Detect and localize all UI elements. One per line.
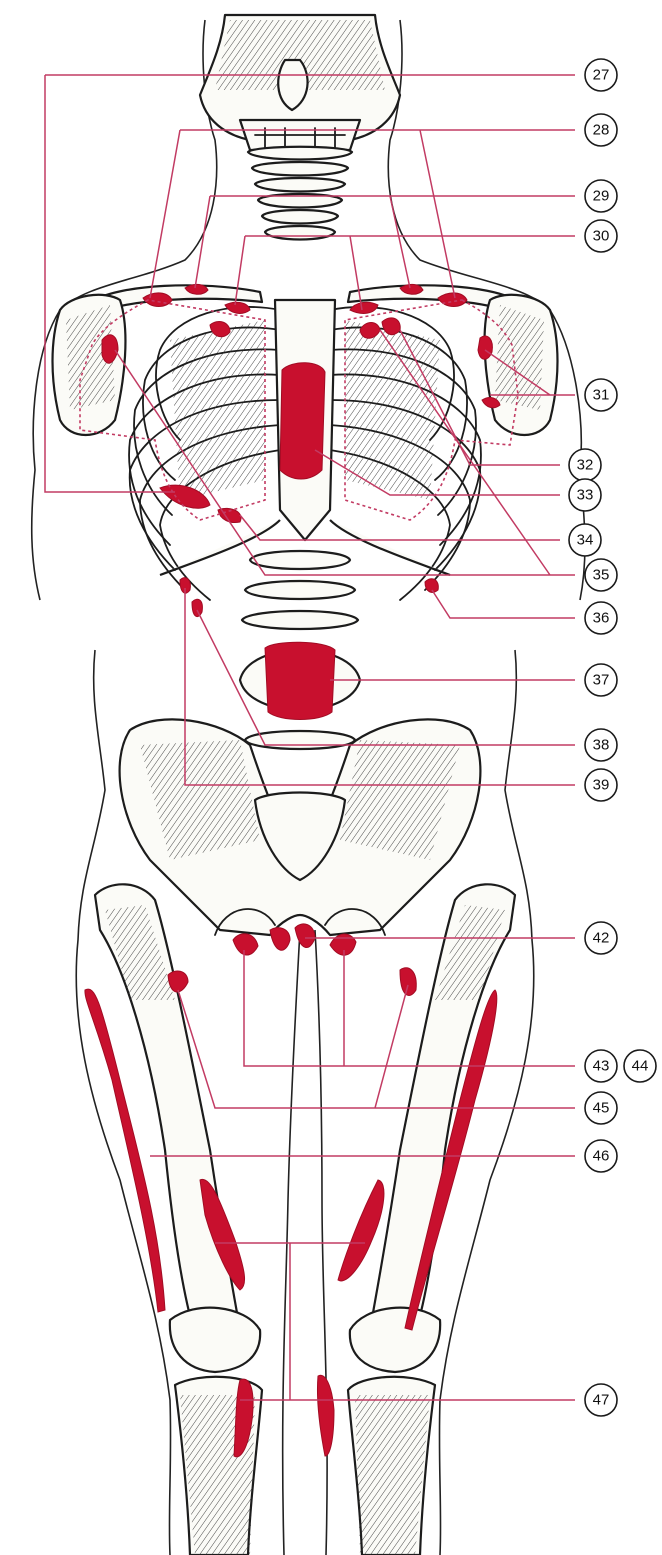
- callout-44: 44: [624, 1050, 656, 1082]
- attachment-sternum: [280, 363, 325, 479]
- callout-label: 36: [593, 610, 610, 627]
- callout-label: 44: [632, 1058, 649, 1075]
- callout-label: 37: [593, 672, 610, 689]
- callout-group: 27 28 29 30 31 32 33 34 35 36 37 38 39 42 43 44 45 46 47: [569, 59, 656, 1416]
- callout-43: 43: [585, 1050, 617, 1082]
- callout-47: 47: [585, 1384, 617, 1416]
- callout-label: 27: [593, 67, 610, 84]
- callout-label: 30: [593, 228, 610, 245]
- callout-label: 29: [593, 188, 610, 205]
- callout-label: 46: [593, 1148, 610, 1165]
- attachment-lateral-left: [192, 599, 202, 616]
- callout-28: 28: [585, 114, 617, 146]
- callout-label: 28: [593, 122, 610, 139]
- callout-label: 31: [593, 387, 610, 404]
- callout-label: 47: [593, 1392, 610, 1409]
- callout-label: 35: [593, 567, 610, 584]
- attachment-pubis-center-left: [270, 928, 290, 951]
- callout-label: 38: [593, 737, 610, 754]
- callout-45: 45: [585, 1092, 617, 1124]
- callout-label: 43: [593, 1058, 610, 1075]
- callout-label: 34: [577, 532, 594, 549]
- callout-36: 36: [585, 602, 617, 634]
- callout-label: 42: [593, 930, 610, 947]
- callout-30: 30: [585, 220, 617, 252]
- callout-32: 32: [569, 449, 601, 481]
- attachment-tibia-right: [317, 1375, 334, 1456]
- body-outline: [32, 20, 585, 1555]
- pelvis: [120, 719, 481, 935]
- callout-38: 38: [585, 729, 617, 761]
- attachment-sternal-clavicle-left: [225, 302, 250, 313]
- callout-label: 39: [593, 777, 610, 794]
- attachment-sternal-clavicle-right: [350, 302, 378, 313]
- callout-label: 45: [593, 1100, 610, 1117]
- attachment-pubis-right: [330, 934, 356, 955]
- tibias: [175, 1377, 435, 1555]
- attachment-humerus-right: [478, 336, 492, 359]
- callout-37: 37: [585, 664, 617, 696]
- callout-31: 31: [585, 379, 617, 411]
- attachment-pubis-left: [233, 934, 258, 955]
- callout-label: 33: [577, 487, 594, 504]
- callout-46: 46: [585, 1140, 617, 1172]
- attachment-ischium-right: [400, 968, 416, 996]
- attachment-pubis-center-right: [295, 924, 315, 948]
- attachment-lumbar: [265, 642, 335, 719]
- callout-33: 33: [569, 479, 601, 511]
- callout-label: 32: [577, 457, 594, 474]
- callout-42: 42: [585, 922, 617, 954]
- cervical-spine: [248, 147, 352, 240]
- callout-29: 29: [585, 180, 617, 212]
- attachment-vastus-right: [338, 1180, 384, 1281]
- callout-39: 39: [585, 769, 617, 801]
- callout-27: 27: [585, 59, 617, 91]
- callout-35: 35: [585, 559, 617, 591]
- callout-34: 34: [569, 524, 601, 556]
